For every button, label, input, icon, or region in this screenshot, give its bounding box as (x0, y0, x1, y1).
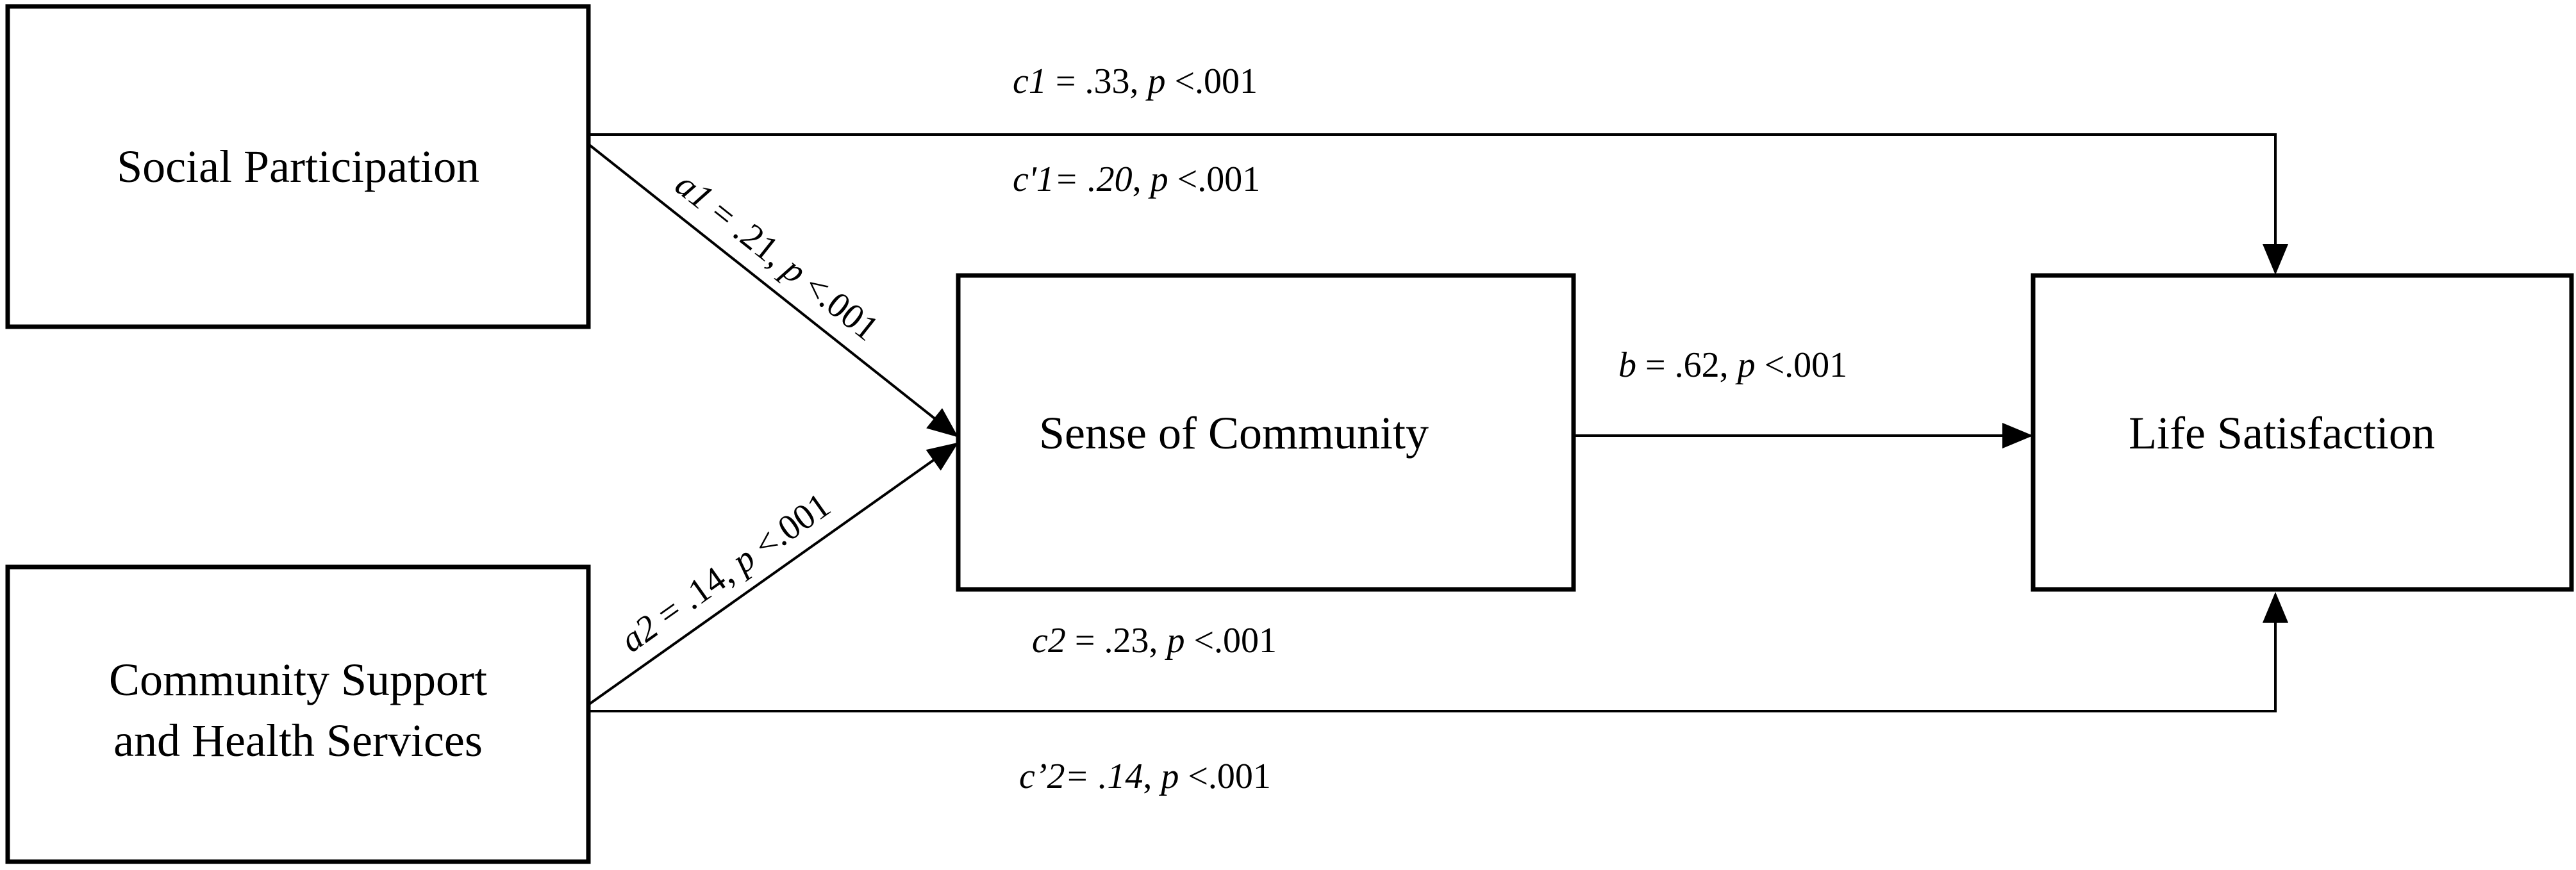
node-social-participation: Social Participation (5, 4, 591, 329)
path-b-label: b = .62, p <.001 (1618, 345, 1847, 385)
node-community-support-label-line2: and Health Services (113, 715, 483, 766)
node-community-support: Community Support and Health Services (5, 564, 591, 864)
path-c-prime-2-label: c’2= .14, p <.001 (1019, 757, 1271, 796)
node-life-satisfaction: Life Satisfaction (2031, 273, 2574, 592)
path-c1-arrow (588, 133, 2288, 275)
path-c-prime-1-label: c'1= .20, p <.001 (1013, 160, 1260, 199)
path-a2-arrow (587, 442, 959, 706)
path-a1-label: a1 = .21, p <.001 (668, 165, 886, 349)
node-sense-of-community: Sense of Community (956, 273, 1576, 592)
path-c1-label: c1 = .33, p <.001 (1013, 62, 1258, 101)
path-a1-arrow (587, 143, 959, 438)
node-life-satisfaction-label: Life Satisfaction (2129, 407, 2435, 459)
node-community-support-label-line1: Community Support (109, 654, 487, 705)
path-c2-arrow (588, 592, 2288, 712)
node-social-participation-label: Social Participation (117, 141, 479, 192)
node-sense-of-community-label: Sense of Community (1039, 407, 1429, 459)
path-c2-label: c2 = .23, p <.001 (1032, 621, 1277, 661)
path-a2-label: a2 = .14, p <.001 (613, 485, 838, 660)
